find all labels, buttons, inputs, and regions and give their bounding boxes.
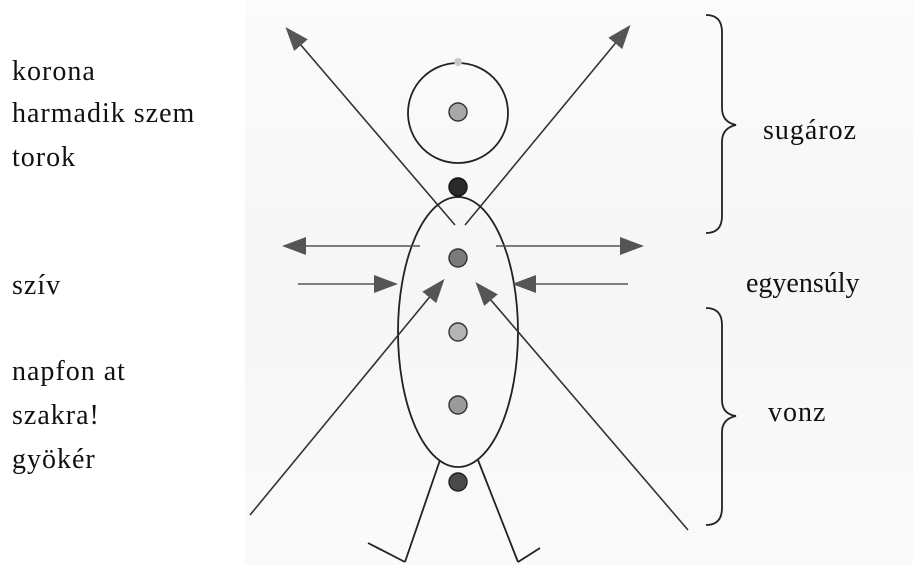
- scanned-background: [245, 0, 913, 565]
- label-sziv: szív: [12, 270, 62, 301]
- chakra-dot-heart: [448, 248, 468, 268]
- chakra-dot-third-eye: [448, 102, 468, 122]
- chakra-dot-sacral: [448, 395, 468, 415]
- label-korona: korona: [12, 56, 96, 87]
- radiate-arrow-up-right: [464, 24, 631, 226]
- label-gyoker: gyökér: [12, 444, 96, 475]
- attract-arrow-lower-left: [249, 278, 445, 516]
- brace-vonz: [705, 307, 737, 526]
- chakra-dot-solar-plexus: [448, 322, 468, 342]
- brace-sugaroz: [705, 14, 737, 234]
- label-szakra: szakra!: [12, 400, 100, 431]
- attract-arrow-lower-right: [475, 281, 689, 531]
- chakra-dot-root: [448, 472, 468, 492]
- radiate-arrow-up-left: [285, 26, 456, 226]
- label-sugaroz: sugároz: [763, 115, 858, 146]
- crown-dot: [454, 58, 462, 66]
- right-foot: [517, 547, 541, 563]
- left-foot: [367, 542, 406, 563]
- chakra-dot-throat: [448, 177, 468, 197]
- label-napfonat: napfon at: [12, 356, 126, 387]
- label-vonz: vonz: [768, 397, 827, 428]
- label-torok: torok: [12, 142, 77, 173]
- right-leg: [477, 459, 519, 563]
- left-leg: [404, 459, 441, 563]
- label-harmadik-szem: harmadik szem: [12, 98, 196, 129]
- label-egyensuly: egyensúly: [746, 268, 860, 299]
